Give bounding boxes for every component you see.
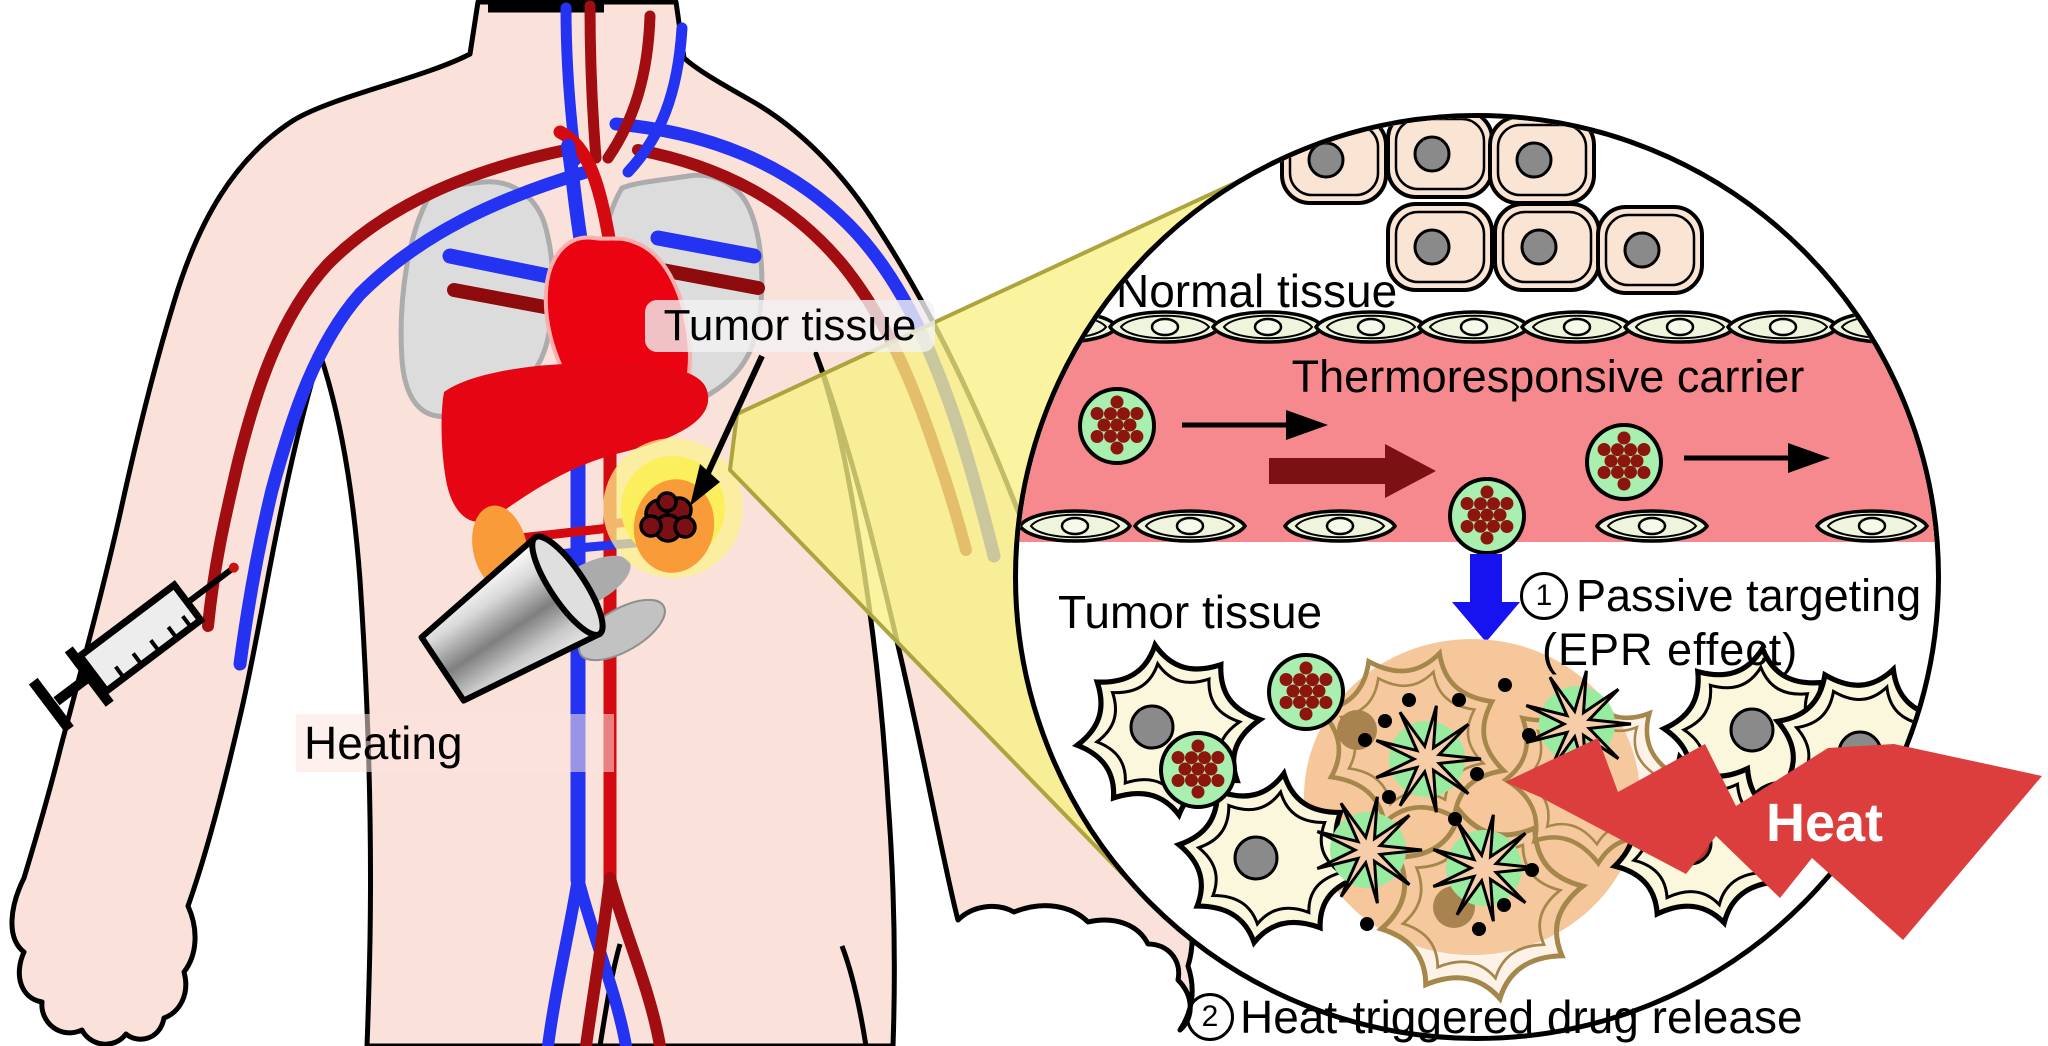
tumor-pointer-arrow (690, 354, 765, 506)
superior-vena-cava (561, 139, 589, 255)
heat-triggered-text: Heat-triggered drug release (1240, 991, 1803, 1043)
thick-flow-arrow (1269, 444, 1436, 498)
carotid-artery (602, 10, 656, 164)
carrier-in-tumor-1 (1159, 731, 1237, 809)
syringe-icon (28, 562, 239, 733)
heating-probe-icon (418, 533, 606, 704)
vein-left-arm (233, 165, 593, 671)
jugular-vein (622, 22, 688, 178)
neck-artery (584, 0, 602, 164)
pulmonary-vein-right (650, 230, 762, 264)
carrier-extravasating (1448, 477, 1526, 555)
leg-artery-right (604, 872, 666, 1046)
artery-left-arm (202, 144, 572, 632)
pancreas (578, 598, 666, 662)
heat-label: Heat (1766, 793, 1884, 853)
pulmonary-vein-left (442, 248, 556, 284)
carrier-in-vessel-2 (1585, 423, 1663, 501)
thermoresponsive-carrier-label: Thermoresponsive carrier (1291, 351, 1805, 402)
leg-vein-left (542, 872, 584, 1046)
tumor-tissue-body-label: Tumor tissue (645, 300, 935, 352)
flow-arrow-2 (1684, 443, 1830, 473)
step-1-badge: 1 (1520, 572, 1568, 620)
liver (441, 363, 709, 522)
step-2-badge: 2 (1186, 993, 1234, 1041)
carrier-in-tumor-2 (1267, 653, 1345, 731)
heating-label: Heating (296, 714, 614, 772)
flow-arrow-1 (1182, 410, 1328, 440)
passive-targeting-arrow (1452, 554, 1520, 642)
pulmonary-artery-left (447, 283, 557, 315)
carrier-in-vessel (1078, 387, 1156, 465)
pulmonary-artery-right (655, 263, 765, 295)
passive-targeting-label: 1 Passive targeting (1520, 570, 1921, 622)
passive-targeting-text: Passive targeting (1576, 570, 1922, 621)
heat-triggered-caption: 2 Heat-triggered drug release (1186, 990, 1803, 1044)
leg-artery-left (580, 872, 616, 1046)
tumor-mass (639, 491, 697, 543)
magnified-view-circle: Normal tissue Thermoresponsive carrier 1… (1013, 113, 1941, 1041)
epr-effect-label: (EPR effect) (1542, 624, 1799, 675)
normal-tissue-label: Normal tissue (1116, 265, 1398, 317)
tumor-tissue-magnified-label: Tumor tissue (1058, 586, 1323, 638)
aortic-arch (553, 125, 617, 251)
leg-split-right (839, 945, 869, 1046)
